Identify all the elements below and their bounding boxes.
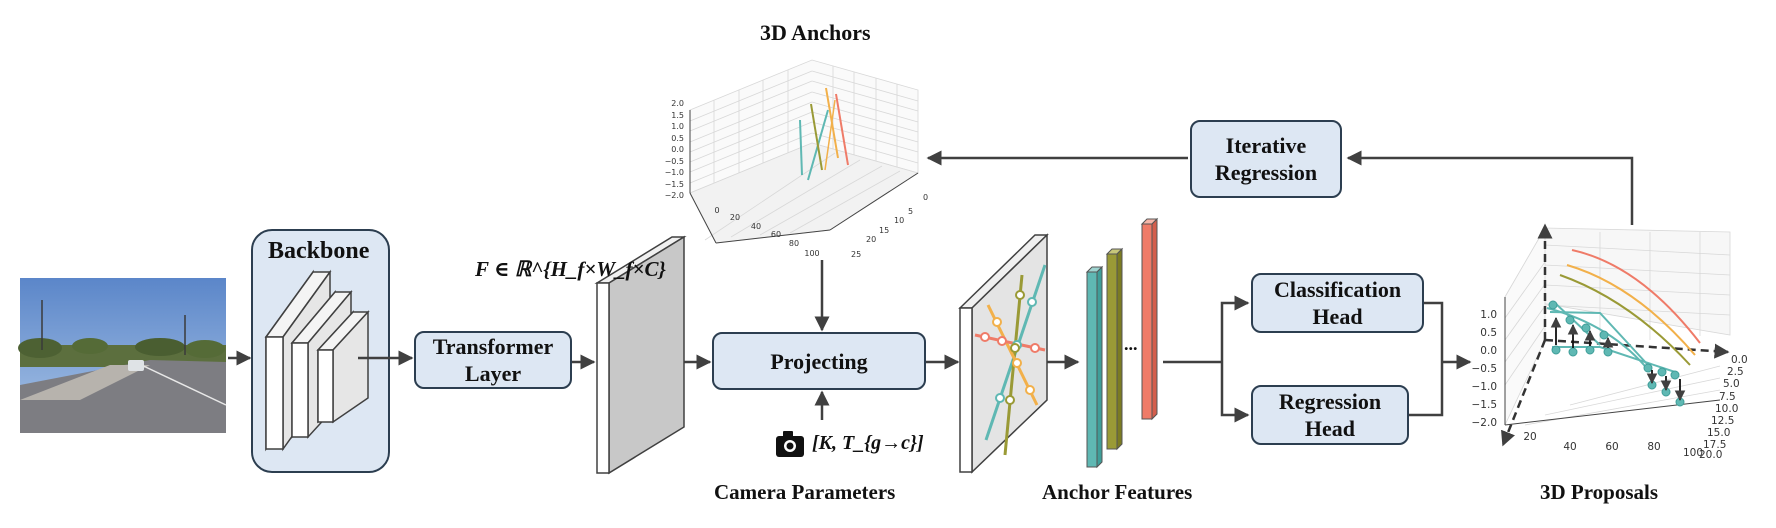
proposals-x-tick: 20 [1523, 431, 1536, 443]
proposals-y-tick: 17.5 [1703, 439, 1726, 451]
anchors-z-tick: −0.5 [665, 157, 684, 166]
anchors-y-tick: 20 [866, 235, 876, 244]
anchors-x-tick: 20 [730, 213, 740, 222]
flow-arrows [228, 150, 1634, 423]
anchors-y-tick: 25 [851, 250, 861, 259]
proposals-z-tick: −1.5 [1472, 399, 1498, 411]
proposals-y-tick: 2.5 [1727, 366, 1744, 378]
feature-formula: F ∈ ℝ^{H_f×W_f×C} [475, 257, 666, 281]
anchors-x-tick: 0 [714, 206, 719, 215]
anchors-plot-ticks: 2.0 1.5 1.0 0.5 0.0 −0.5 −1.0 −1.5 −2.0 … [665, 99, 929, 259]
projecting-box: Projecting [712, 332, 926, 390]
camera-params-math: [K, T_{g→c}] [812, 432, 924, 454]
proposals-z-tick: 1.0 [1480, 309, 1497, 321]
camera-icon [776, 431, 804, 457]
projecting-label: Projecting [770, 348, 868, 374]
proposals-x-tick: 100 [1683, 447, 1703, 459]
iterative-label-line1: Iterative [1225, 133, 1307, 158]
proposals-y-tick: 0.0 [1731, 354, 1748, 366]
proposals-plot [1501, 223, 1731, 447]
anchor-feature-bars [1085, 217, 1159, 469]
proposals-y-tick: 15.0 [1707, 427, 1730, 439]
input-image [18, 278, 227, 433]
iterative-label-line2: Regression [1214, 160, 1318, 185]
transformer-label-line1: Transformer [432, 334, 554, 359]
transformer-label-line2: Layer [464, 361, 522, 386]
classification-label-line2: Head [1312, 304, 1363, 329]
anchors-y-tick: 10 [894, 216, 904, 225]
anchors-title: 3D Anchors [760, 20, 871, 45]
anchors-plot [689, 59, 919, 244]
anchors-y-tick: 0 [923, 193, 928, 202]
feature-map-slab [594, 235, 687, 475]
proposals-z-tick: 0.0 [1480, 345, 1497, 357]
backbone-title: Backbone [268, 238, 370, 264]
proposals-z-tick: −2.0 [1472, 417, 1498, 429]
proposals-z-tick: −0.5 [1472, 363, 1498, 375]
anchors-z-tick: −1.0 [665, 168, 684, 177]
proposals-y-tick: 12.5 [1711, 415, 1734, 427]
proposals-plot-ticks: 1.0 0.5 0.0 −0.5 −1.0 −1.5 −2.0 20 40 60… [1472, 309, 1748, 461]
anchors-z-tick: −1.5 [665, 180, 684, 189]
proposals-y-tick: 10.0 [1715, 403, 1738, 415]
anchors-y-tick: 5 [908, 207, 913, 216]
proposals-x-tick: 80 [1647, 441, 1660, 453]
anchors-z-tick: 0.5 [671, 134, 684, 143]
anchors-x-tick: 60 [771, 230, 781, 239]
anchors-z-tick: 1.5 [671, 111, 684, 120]
anchors-x-tick: 100 [804, 249, 819, 258]
classification-label-line1: Classification [1273, 277, 1402, 302]
backbone-layers [264, 269, 370, 452]
anchors-z-tick: 2.0 [671, 99, 684, 108]
anchors-x-tick: 40 [751, 222, 761, 231]
proposals-z-tick: 0.5 [1480, 327, 1497, 339]
anchors-z-tick: 1.0 [671, 122, 684, 131]
proposals-y-tick: 7.5 [1719, 391, 1736, 403]
feature-ellipsis: ... [1124, 334, 1138, 354]
regression-label-line1: Regression [1278, 389, 1382, 414]
anchors-y-tick: 15 [879, 226, 889, 235]
regression-label-line2: Head [1304, 416, 1356, 441]
anchors-z-tick: 0.0 [671, 145, 684, 154]
proposals-x-tick: 40 [1563, 441, 1576, 453]
anchors-z-tick: −2.0 [665, 191, 684, 200]
camera-parameters-label: Camera Parameters [714, 480, 896, 504]
anchor-features-label: Anchor Features [1042, 480, 1193, 504]
proposals-title: 3D Proposals [1540, 480, 1659, 504]
anchor-projection-slab [958, 233, 1049, 474]
proposals-x-tick: 60 [1605, 441, 1618, 453]
anchors-x-tick: 80 [789, 239, 799, 248]
proposals-y-tick: 20.0 [1699, 449, 1722, 461]
proposals-y-tick: 5.0 [1723, 378, 1740, 390]
proposals-z-tick: −1.0 [1472, 381, 1498, 393]
